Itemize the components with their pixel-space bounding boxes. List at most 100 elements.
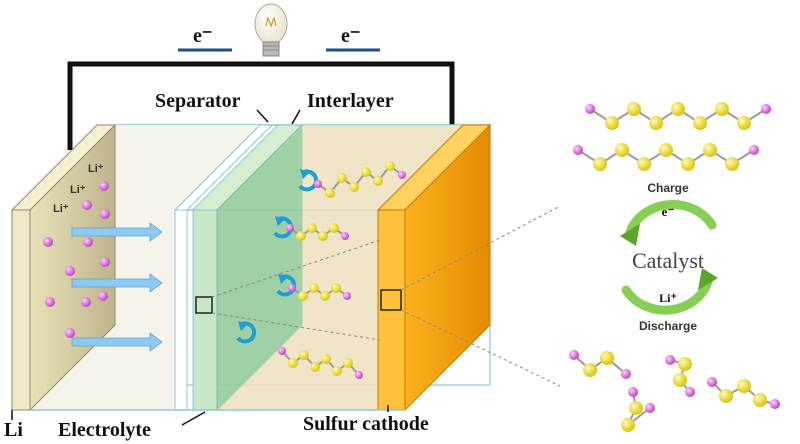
circular-arrow-heads bbox=[238, 169, 310, 331]
sulfur-atom bbox=[299, 350, 309, 360]
electron-label-left: e⁻ bbox=[178, 25, 232, 52]
sulfur-atom bbox=[373, 176, 383, 186]
li-ions-anode: Li⁺ Li⁺ Li⁺ bbox=[43, 163, 110, 338]
sulfur-atom bbox=[737, 379, 751, 393]
separator-label: Separator bbox=[155, 90, 241, 112]
lithium-atom bbox=[707, 377, 717, 387]
sulfur-atom bbox=[361, 167, 371, 177]
lithium-atom bbox=[286, 224, 294, 232]
sulfur-atom bbox=[385, 161, 395, 171]
sulfur-atom bbox=[332, 366, 342, 376]
lithium-atom bbox=[343, 292, 351, 300]
external-circuit-wire bbox=[67, 61, 455, 150]
discharge-label: Discharge bbox=[639, 319, 697, 333]
zoom-box-cathode bbox=[380, 289, 402, 311]
sulfur-atom bbox=[659, 143, 673, 157]
sulfur-atom bbox=[296, 231, 306, 241]
sulfur-atom bbox=[753, 393, 767, 407]
catalyst-label: Catalyst bbox=[632, 248, 704, 273]
sulfur-atom bbox=[715, 102, 729, 116]
sulfur-atom bbox=[629, 401, 643, 415]
ion-arrow-icon bbox=[71, 222, 163, 352]
light-bulb-icon bbox=[254, 3, 288, 57]
lithium-atom bbox=[585, 104, 595, 114]
sulfur-atom bbox=[737, 116, 751, 130]
lithium-atom bbox=[278, 347, 286, 355]
sulfur-atom bbox=[309, 283, 319, 293]
sulfur-atom bbox=[693, 116, 707, 130]
sulfur-atom bbox=[649, 116, 663, 130]
long-chain-polysulfides bbox=[573, 102, 771, 171]
short-chain-polysulfides bbox=[569, 350, 780, 432]
lithium-atom bbox=[749, 145, 759, 155]
sulfur-atom bbox=[337, 173, 347, 183]
electron-label-right: e⁻ bbox=[326, 25, 380, 52]
sulfur-atom bbox=[325, 188, 335, 198]
lithium-atom bbox=[573, 145, 583, 155]
polysulfide-molecule bbox=[286, 223, 349, 241]
sulfur-atom bbox=[703, 143, 717, 157]
polysulfide-chains bbox=[278, 161, 406, 379]
lithium-atom bbox=[628, 387, 638, 397]
sulfur-atom bbox=[637, 157, 651, 171]
lithium-atom bbox=[288, 284, 296, 292]
svg-text:e⁻: e⁻ bbox=[341, 25, 360, 47]
svg-text:Li⁺: Li⁺ bbox=[53, 203, 69, 215]
polysulfide-molecule bbox=[665, 355, 695, 397]
sulfur-atom bbox=[298, 291, 308, 301]
sulfur-atom bbox=[583, 363, 597, 377]
sulfur-atom bbox=[615, 143, 629, 157]
interlayer-label: Interlayer bbox=[307, 90, 394, 112]
polysulfide-molecule bbox=[585, 102, 771, 130]
sulfur-atom bbox=[671, 102, 685, 116]
sulfur-atom bbox=[320, 291, 330, 301]
lithium-atom bbox=[665, 355, 675, 365]
sulfur-atom bbox=[331, 283, 341, 293]
sulfur-atom bbox=[621, 418, 635, 432]
zoom-lines bbox=[211, 205, 561, 387]
lithium-atom bbox=[341, 232, 349, 240]
polysulfide-molecule bbox=[314, 161, 406, 198]
sulfur-atom bbox=[725, 157, 739, 171]
polysulfide-molecule bbox=[573, 143, 759, 171]
polysulfide-molecule bbox=[569, 350, 631, 379]
polysulfide-molecule bbox=[707, 377, 780, 409]
sulfur-atom bbox=[593, 157, 607, 171]
sulfur-atom bbox=[318, 231, 328, 241]
polysulfide-molecule bbox=[621, 387, 655, 432]
lithium-atom bbox=[398, 171, 406, 179]
sulfur-atom bbox=[349, 182, 359, 192]
lithium-atom bbox=[770, 399, 780, 409]
lithium-atom bbox=[355, 371, 363, 379]
sulfur-atom bbox=[343, 358, 353, 368]
sulfur-atom bbox=[627, 102, 641, 116]
sulfur-atom bbox=[605, 116, 619, 130]
sulfur-atom bbox=[321, 354, 331, 364]
sulfur-atom bbox=[600, 351, 614, 365]
sulfur-atom bbox=[719, 389, 733, 403]
li-label: Li bbox=[4, 419, 23, 441]
electrolyte-label: Electrolyte bbox=[58, 419, 151, 441]
separator bbox=[173, 124, 274, 411]
sulfur-cathode-label: Sulfur cathode bbox=[303, 413, 429, 435]
svg-text:e⁻: e⁻ bbox=[193, 25, 212, 47]
lithium-atom bbox=[621, 369, 631, 379]
sulfur-atom bbox=[681, 157, 695, 171]
sulfur-atom bbox=[307, 223, 317, 233]
sulfur-atom bbox=[329, 223, 339, 233]
sulfur-atom bbox=[678, 357, 692, 371]
lithium-atom bbox=[569, 350, 579, 360]
lithium-atom bbox=[761, 104, 771, 114]
svg-text:Li⁺: Li⁺ bbox=[88, 163, 104, 175]
sulfur-atom bbox=[310, 362, 320, 372]
polysulfide-molecule bbox=[278, 347, 363, 379]
zoom-box-interlayer bbox=[195, 296, 213, 314]
sulfur-atom bbox=[673, 373, 687, 387]
sulfur-atom bbox=[288, 358, 298, 368]
lithium-atom bbox=[685, 387, 695, 397]
charge-label: Charge bbox=[647, 181, 689, 195]
cycle-li-label: Li⁺ bbox=[659, 291, 677, 305]
lithium-atom bbox=[314, 180, 322, 188]
